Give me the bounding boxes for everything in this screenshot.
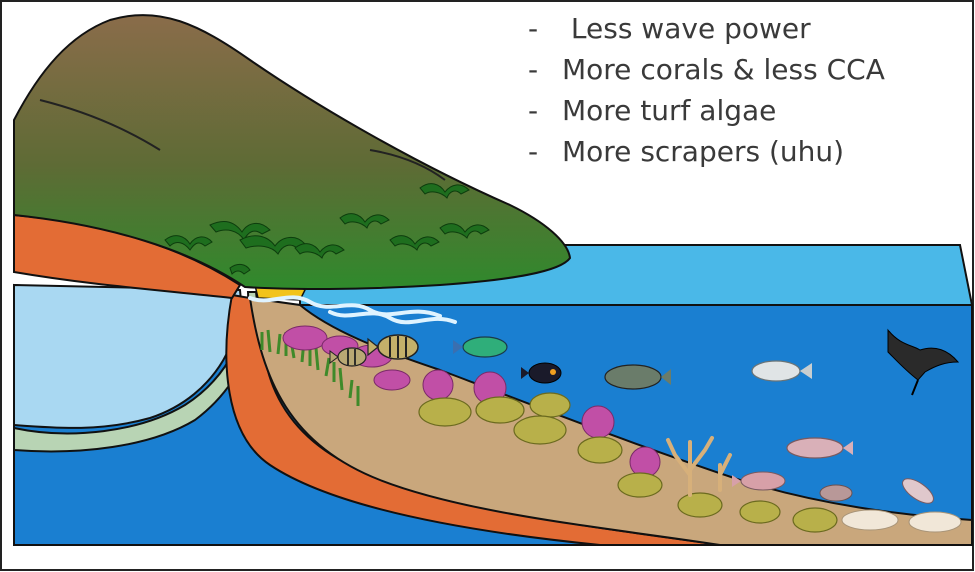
- bullet-text: More turf algae: [562, 94, 776, 127]
- bullet-item: -More scrapers (uhu): [528, 131, 885, 172]
- bullet-dash: -: [528, 49, 562, 90]
- bullet-item: - Less wave power: [528, 8, 885, 49]
- bullet-text: More scrapers (uhu): [562, 135, 844, 168]
- fish-9: [820, 485, 852, 501]
- bullet-list: - Less wave power -More corals & less CC…: [528, 8, 885, 172]
- bullet-dash: -: [528, 8, 562, 49]
- bullet-text: More corals & less CCA: [562, 53, 885, 86]
- bullet-text: Less wave power: [562, 12, 811, 45]
- bullet-dash: -: [528, 90, 562, 131]
- bullet-dash: -: [528, 131, 562, 172]
- bullet-item: -More turf algae: [528, 90, 885, 131]
- bullet-item: -More corals & less CCA: [528, 49, 885, 90]
